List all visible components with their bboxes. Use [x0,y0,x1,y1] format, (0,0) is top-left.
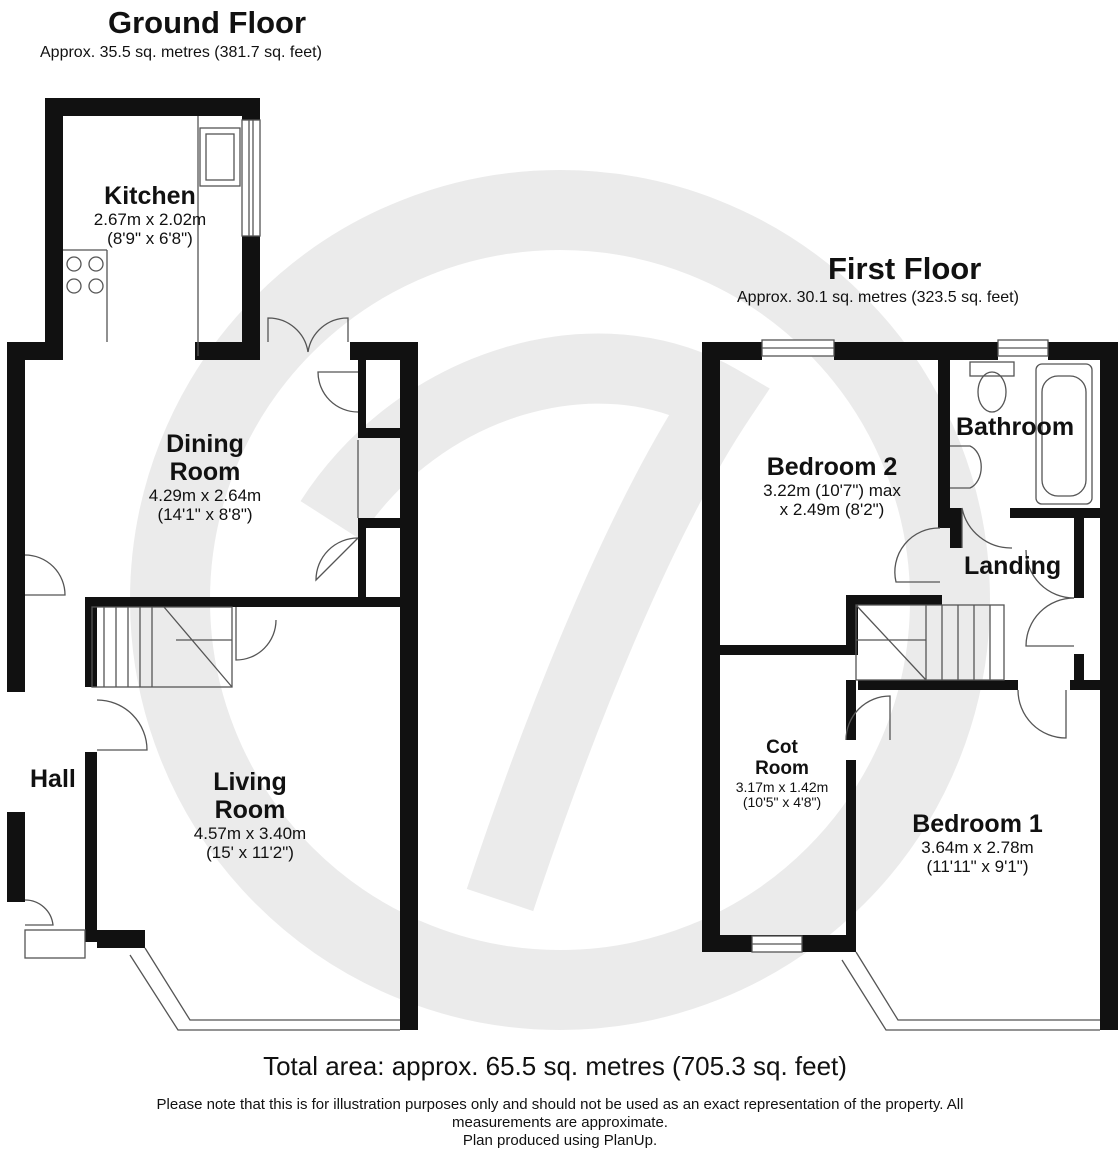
first-floor-area: Approx. 30.1 sq. metres (323.5 sq. feet) [737,289,1019,306]
living-room-name-2: Room [214,796,286,824]
hall-label: Hall [30,765,76,793]
bedroom-2-name: Bedroom 2 [766,453,898,481]
first-floor-title: First Floor [828,251,982,286]
cot-room-dims-imperial: (10'5" x 4'8") [742,794,822,811]
bedroom-2-label: Bedroom 2 3.22m (10'7") max x 2.49m (8'2… [730,453,934,519]
dining-room-label: Dining Room 4.29m x 2.64m (14'1" x 8'8") [115,430,295,524]
living-room-name-1: Living [213,768,287,796]
disclaimer-note: Please note that this is for illustratio… [0,1096,1120,1150]
bathroom-label: Bathroom [956,413,1075,441]
dining-room-dims-imperial: (14'1" x 8'8") [157,505,253,525]
ground-floor-walls [7,98,418,1030]
dining-room-dims-metric: 4.29m x 2.64m [148,486,262,505]
first-floor-walls [702,342,1118,1030]
cot-room-name-1: Cot [766,737,798,758]
ground-floor-fixtures [24,116,400,1031]
bedroom-1-name: Bedroom 1 [912,810,1043,838]
bedroom-1-label: Bedroom 1 3.64m x 2.78m (11'11" x 9'1") [885,810,1070,876]
kitchen-label: Kitchen 2.67m x 2.02m (8'9" x 6'8") [75,182,225,248]
disclaimer-line-2: measurements are approximate. [452,1114,668,1131]
bedroom-1-dims-imperial: (11'11" x 9'1") [926,857,1029,877]
cot-room-name-2: Room [755,758,809,780]
kitchen-name: Kitchen [104,182,196,210]
landing-label: Landing [964,552,1062,580]
living-room-dims-imperial: (15' x 11'2") [206,843,294,863]
bedroom-2-dims-2: x 2.49m (8'2") [779,500,885,520]
ground-floor-area: Approx. 35.5 sq. metres (381.7 sq. feet) [40,44,322,61]
cot-room-dims-metric: 3.17m x 1.42m [735,778,829,795]
kitchen-dims-metric: 2.67m x 2.02m [93,210,207,229]
kitchen-dims-imperial: (8'9" x 6'8") [107,229,193,249]
bedroom-2-dims-1: 3.22m (10'7") max [763,481,901,500]
living-room-dims-metric: 4.57m x 3.40m [193,824,307,843]
first-floor-fixtures [751,339,1100,1031]
living-room-label: Living Room 4.57m x 3.40m (15' x 11'2") [160,768,340,862]
dining-room-name-2: Room [169,458,241,486]
dining-room-name-1: Dining [166,430,244,458]
ground-floor-title: Ground Floor [108,5,307,40]
total-area: Total area: approx. 65.5 sq. metres (705… [263,1051,847,1081]
disclaimer-line-1: Please note that this is for illustratio… [156,1096,964,1113]
cot-room-label: Cot Room 3.17m x 1.42m (10'5" x 4'8") [722,737,842,811]
disclaimer-line-3: Plan produced using PlanUp. [462,1132,658,1149]
bedroom-1-dims-metric: 3.64m x 2.78m [921,838,1034,857]
